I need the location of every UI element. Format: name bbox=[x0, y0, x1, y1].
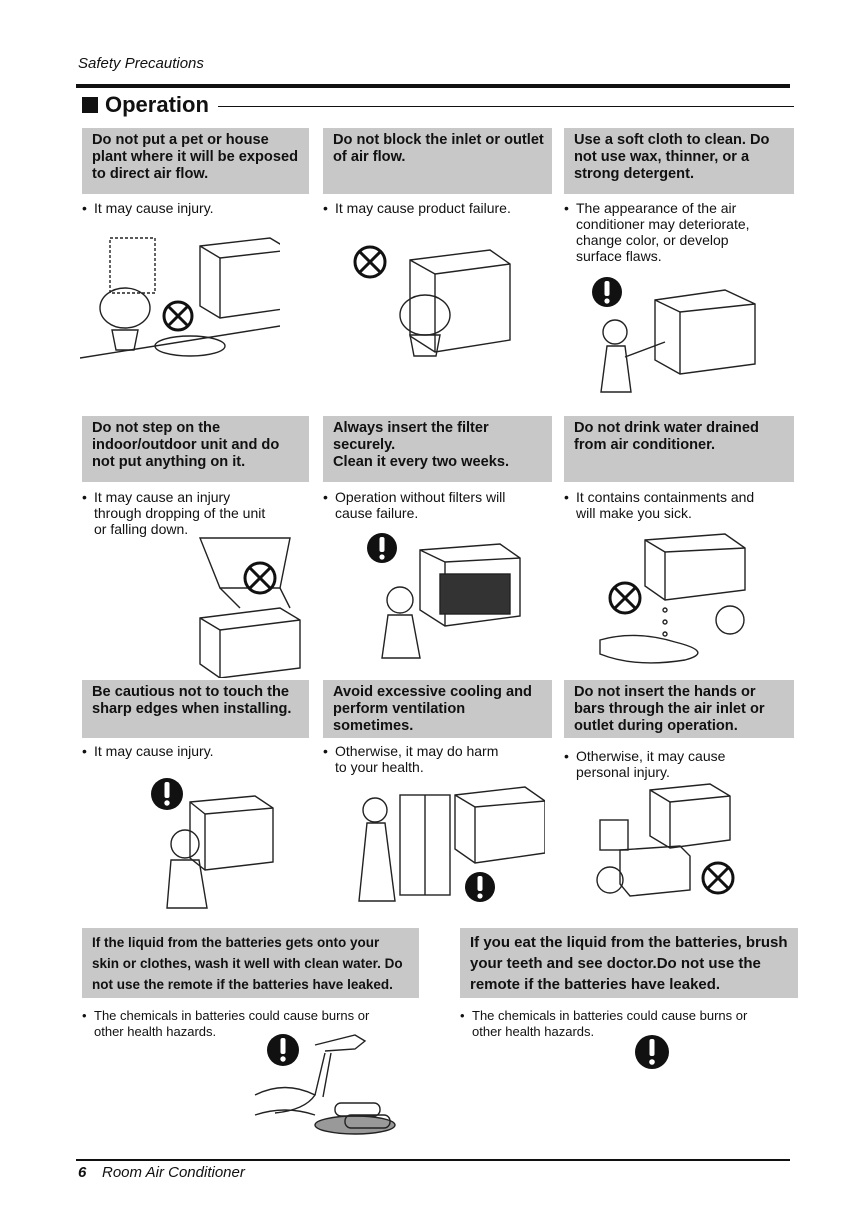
section-title: Operation bbox=[105, 92, 209, 117]
warning-icon bbox=[592, 277, 622, 307]
warning-icon bbox=[267, 1034, 299, 1066]
running-header: Safety Precautions bbox=[78, 55, 204, 72]
header-rule bbox=[76, 84, 790, 88]
warning-icon bbox=[367, 533, 397, 563]
card-3-note: •The appearance of the air conditioner m… bbox=[564, 200, 750, 264]
card-1-heading: Do not put a pet or house plant where it… bbox=[82, 128, 309, 194]
warning-icon bbox=[465, 872, 495, 902]
cleaning-illustration bbox=[592, 277, 756, 393]
battery-card-1-note: •The chemicals in batteries could cause … bbox=[82, 1008, 370, 1039]
section-square-bullet bbox=[82, 97, 98, 113]
insert-hands-illustration bbox=[596, 783, 735, 897]
card-7-note: •It may cause injury. bbox=[82, 743, 214, 759]
drain-water-illustration bbox=[599, 533, 746, 664]
card-7-heading: Be cautious not to touch the sharp edges… bbox=[82, 680, 309, 738]
card-3-heading: Use a soft cloth to clean. Do not use wa… bbox=[564, 128, 794, 194]
ventilation-illustration bbox=[358, 786, 545, 902]
card-2-heading: Do not block the inlet or outlet of air … bbox=[323, 128, 552, 194]
battery-card-2-heading: If you eat the liquid from the batteries… bbox=[460, 928, 798, 998]
prohibited-icon bbox=[243, 561, 277, 595]
page-number: 6 bbox=[78, 1164, 87, 1181]
warning-icon bbox=[635, 1035, 669, 1069]
battery-card-2-note: •The chemicals in batteries could cause … bbox=[460, 1008, 748, 1039]
card-5-note: •Operation without filters will cause fa… bbox=[323, 489, 506, 521]
card-4-heading: Do not step on the indoor/outdoor unit a… bbox=[82, 416, 309, 482]
warning-icon bbox=[151, 778, 183, 810]
card-8-note: •Otherwise, it may do harm to your healt… bbox=[323, 743, 499, 775]
prohibited-icon bbox=[701, 861, 735, 895]
card-8-heading: Avoid excessive cooling and perform vent… bbox=[323, 680, 552, 738]
card-9-heading: Do not insert the hands or bars through … bbox=[564, 680, 794, 738]
card-6-heading: Do not drink water drained from air cond… bbox=[564, 416, 794, 482]
sharp-edges-illustration bbox=[151, 778, 274, 909]
card-4-note: •It may cause an injury through dropping… bbox=[82, 489, 266, 537]
card-2-note: •It may cause product failure. bbox=[323, 200, 511, 216]
prohibited-icon bbox=[162, 300, 194, 332]
blocked-airflow-illustration bbox=[353, 245, 511, 357]
card-5-heading: Always insert the filter securely. Clean… bbox=[323, 416, 552, 482]
battery-card-1-heading: If the liquid from the batteries gets on… bbox=[82, 928, 419, 998]
step-on-unit-illustration bbox=[198, 537, 301, 678]
footer-title: Room Air Conditioner bbox=[102, 1164, 245, 1181]
section-title-rule bbox=[218, 106, 794, 107]
card-1-note: •It may cause injury. bbox=[82, 200, 214, 216]
pet-plant-illustration bbox=[80, 237, 280, 359]
card-9-note: •Otherwise, it may cause personal injury… bbox=[564, 748, 726, 780]
card-6-note: •It contains containments and will make … bbox=[564, 489, 755, 521]
footer-rule bbox=[76, 1159, 790, 1161]
prohibited-icon bbox=[353, 245, 387, 279]
prohibited-icon bbox=[608, 581, 642, 615]
filter-illustration bbox=[367, 533, 521, 659]
battery-wash-illustration bbox=[254, 1034, 396, 1135]
